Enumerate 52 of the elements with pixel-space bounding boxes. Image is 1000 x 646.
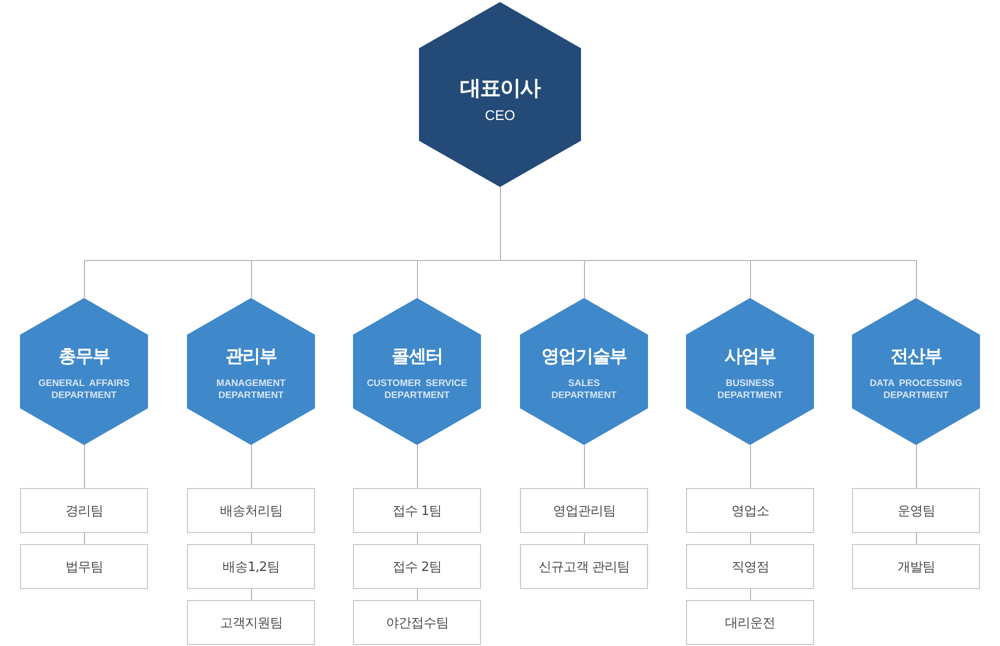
- department-english-title: DATA PROCESSING DEPARTMENT: [868, 378, 964, 402]
- department-hexagon: [852, 298, 980, 445]
- department-hexagon: [520, 298, 648, 445]
- connector-line: [916, 444, 917, 488]
- department-english-title: GENERAL AFFAIRS DEPARTMENT: [37, 378, 131, 402]
- department-title: 영업기술부: [542, 346, 626, 368]
- team-box: 배송1,2팀: [187, 544, 315, 589]
- team-box: 대리운전: [686, 600, 814, 645]
- team-box: 운영팀: [852, 488, 980, 533]
- team-box: 직영점: [686, 544, 814, 589]
- department-title: 관리부: [226, 346, 276, 368]
- department-hexagon: [353, 298, 481, 445]
- connector-line: [417, 532, 418, 544]
- department-hexagon: [20, 298, 148, 445]
- connector-line: [84, 186, 917, 298]
- department-title: 총무부: [58, 346, 110, 368]
- department-english-title: SALES DEPARTMENT: [550, 378, 618, 402]
- department-title: 콜센터: [392, 346, 442, 368]
- department-english-title: BUSINESS DEPARTMENT: [716, 378, 784, 402]
- team-box: 신규고객 관리팀: [520, 544, 648, 589]
- team-box: 영업소: [686, 488, 814, 533]
- department-english-title: MANAGEMENT DEPARTMENT: [215, 378, 287, 402]
- team-box: 고객지원팀: [187, 600, 315, 645]
- connector-line: [916, 532, 917, 544]
- team-box: 접수 1팀: [353, 488, 481, 533]
- department-hexagon: [187, 298, 315, 445]
- ceo-title: 대표이사: [460, 75, 540, 101]
- connector-line: [84, 444, 85, 488]
- connector-line: [251, 444, 252, 488]
- connector-line: [584, 444, 585, 488]
- team-box: 야간접수팀: [353, 600, 481, 645]
- ceo-hexagon: [419, 2, 581, 187]
- team-box: 배송처리팀: [187, 488, 315, 533]
- connector-line: [251, 532, 252, 544]
- connector-line: [584, 532, 585, 544]
- connector-line: [417, 444, 418, 488]
- team-box: 영업관리팀: [520, 488, 648, 533]
- team-box: 경리팀: [20, 488, 148, 533]
- ceo-english-title: CEO: [484, 107, 516, 124]
- department-title: 사업부: [724, 346, 776, 368]
- department-title: 전산부: [890, 346, 942, 368]
- connector-line: [84, 532, 85, 544]
- department-hexagon: [686, 298, 814, 445]
- connector-line: [750, 444, 751, 488]
- connector-line: [750, 532, 751, 544]
- connector-line: [251, 588, 252, 600]
- team-box: 개발팀: [852, 544, 980, 589]
- connector-line: [417, 588, 418, 600]
- connector-line: [750, 588, 751, 600]
- department-english-title: CUSTOMER SERVICE DEPARTMENT: [366, 378, 468, 402]
- team-box: 법무팀: [20, 544, 148, 589]
- team-box: 접수 2팀: [353, 544, 481, 589]
